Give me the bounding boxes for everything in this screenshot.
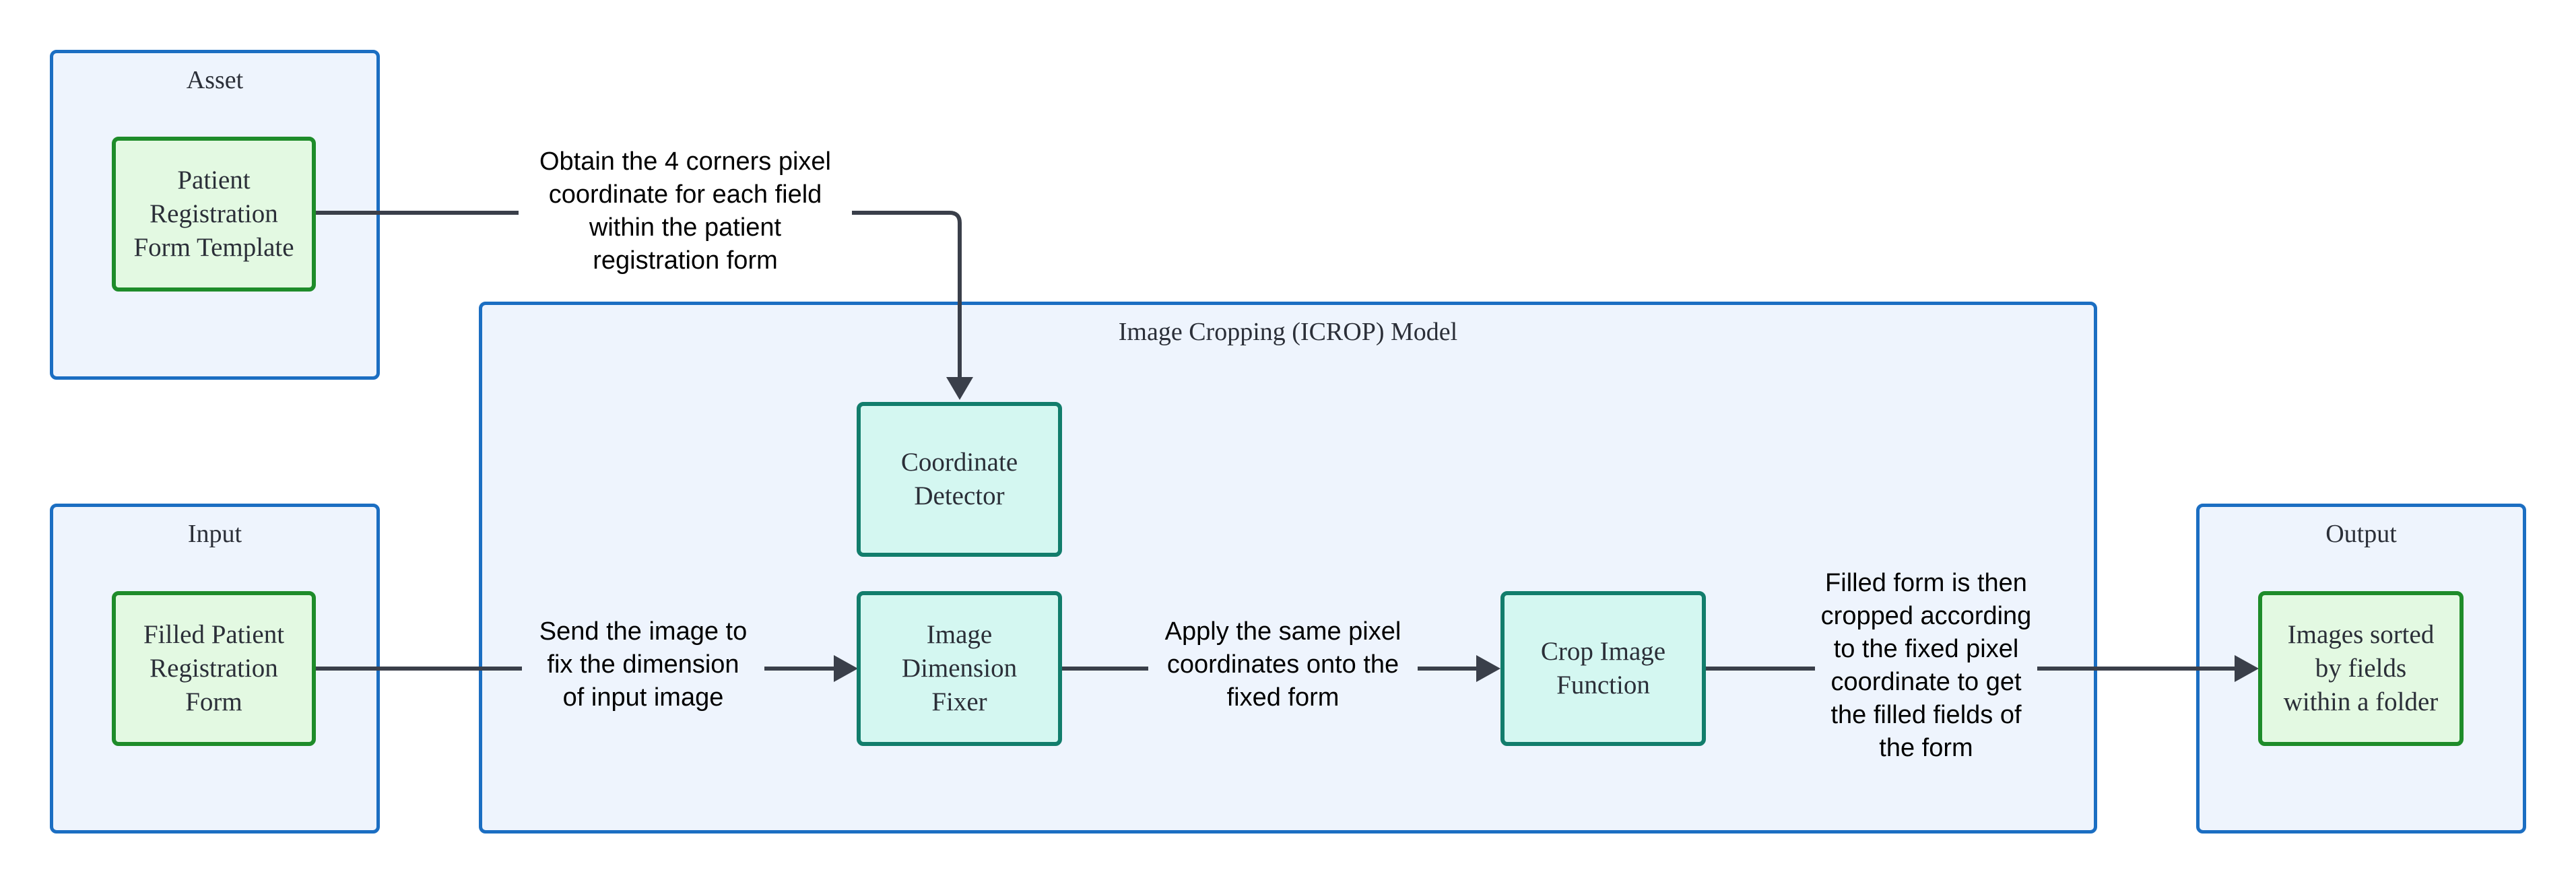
edge-crop-to-output-arrowhead: [2235, 655, 2259, 682]
asset-group-title: Asset: [186, 66, 244, 94]
edge-template-to-detector-arrowhead: [946, 377, 973, 400]
patient-registration-form-template-node: Patient Registration Form Template: [112, 137, 316, 292]
crop-image-function-node: Crop Image Function: [1500, 591, 1706, 746]
edge-label-fixer-to-crop: Apply the same pixel coordinates onto th…: [1148, 615, 1418, 714]
edge-label-input-to-fixer: Send the image to fix the dimension of i…: [522, 615, 764, 714]
coordinate-detector-node: Coordinate Detector: [857, 402, 1062, 557]
icrop-model-group-title: Image Cropping (ICROP) Model: [1118, 318, 1458, 346]
edge-template-to-detector: [315, 211, 962, 377]
image-dimension-fixer-node: Image Dimension Fixer: [857, 591, 1062, 746]
edge-label-crop-to-output: Filled form is then cropped according to…: [1815, 567, 2037, 765]
filled-patient-registration-form-node: Filled Patient Registration Form: [112, 591, 316, 746]
images-sorted-by-fields-node: Images sorted by fields within a folder: [2258, 591, 2464, 746]
output-group-title: Output: [2325, 520, 2397, 548]
edge-input-to-fixer-arrowhead: [834, 655, 858, 682]
input-group-title: Input: [187, 520, 242, 548]
edge-label-template-to-detector: Obtain the 4 corners pixel coordinate fo…: [519, 145, 852, 277]
edge-fixer-to-crop-arrowhead: [1476, 655, 1500, 682]
